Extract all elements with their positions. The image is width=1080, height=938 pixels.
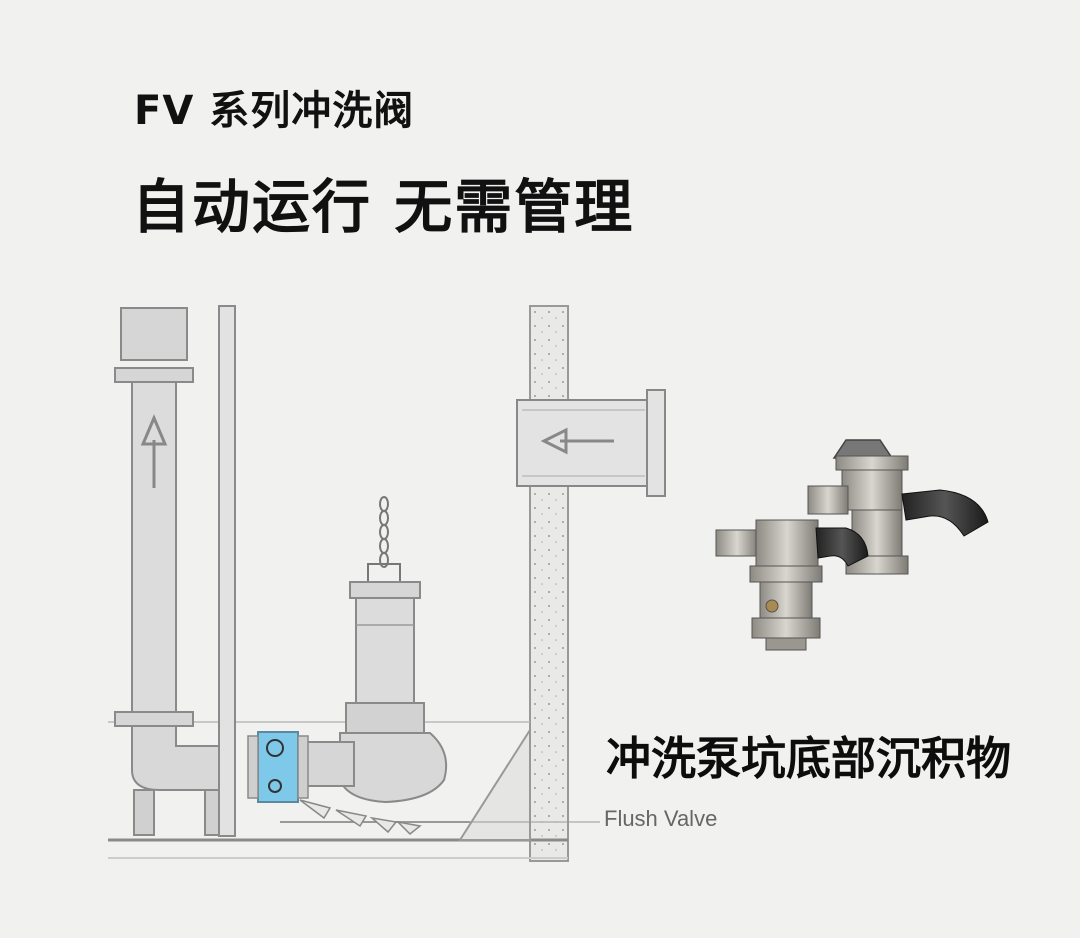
guide-rail bbox=[218, 305, 236, 837]
pit-floor bbox=[108, 721, 568, 859]
submersible-pump bbox=[289, 581, 448, 804]
discharge-pipe bbox=[114, 307, 228, 836]
pit-wall bbox=[529, 305, 569, 862]
flush-valve-product-photo bbox=[715, 439, 989, 651]
inflow-arrow-icon bbox=[540, 427, 614, 455]
page-subtitle: 自动运行 无需管理 bbox=[132, 173, 635, 241]
upflow-arrow-icon bbox=[140, 414, 168, 488]
lifting-chain bbox=[367, 496, 401, 583]
inlet-pipe bbox=[516, 389, 666, 497]
flush-jet-icon bbox=[299, 799, 422, 836]
flush-valve-label: Flush Valve bbox=[604, 806, 718, 831]
flush-valve-highlight bbox=[247, 731, 309, 803]
page-title: FV 系列冲洗阀 bbox=[134, 88, 415, 134]
diagram-caption: 冲洗泵坑底部沉积物 bbox=[606, 732, 1012, 785]
